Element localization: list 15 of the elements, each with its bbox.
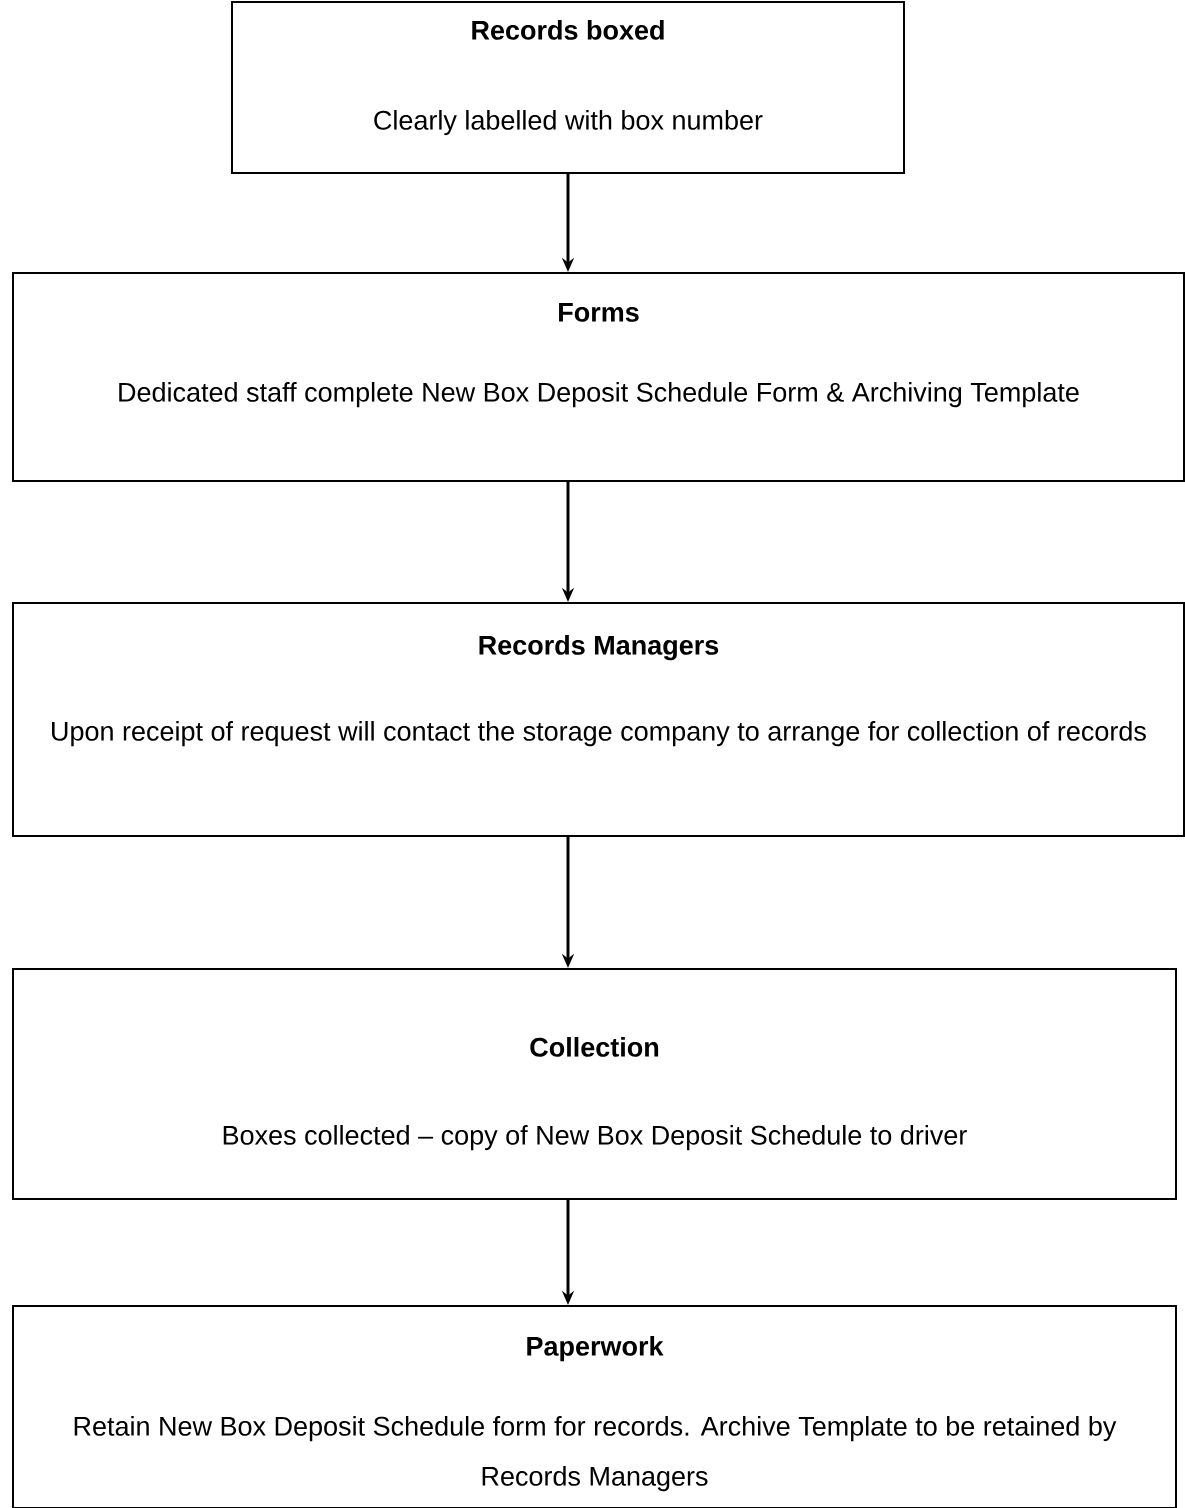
step-description: Clearly labelled with box number bbox=[374, 110, 763, 136]
process-box bbox=[12, 602, 1185, 837]
process-box bbox=[12, 1305, 1177, 1508]
step-title: Forms bbox=[559, 303, 639, 322]
step-description: Boxes collected – copy of New Box Deposit Schedule to driver bbox=[223, 1125, 967, 1151]
step-description: Retain New Box Deposit Schedule form for records. Archive Template to be retained by Records Managers bbox=[74, 1416, 1117, 1492]
process-box bbox=[12, 272, 1185, 482]
step-description: Dedicated staff complete New Box Deposit Schedule Form & Archiving Template bbox=[119, 382, 1079, 408]
step-title: Records Managers bbox=[479, 635, 719, 661]
step-title: Records boxed bbox=[472, 20, 664, 40]
process-box bbox=[12, 968, 1177, 1200]
step-title: Collection bbox=[530, 1037, 659, 1057]
step-title: Paperwork bbox=[527, 1336, 664, 1362]
step-description: Upon receipt of request will contact the storage company to arrange for collection of records bbox=[52, 721, 1146, 747]
process-box bbox=[231, 1, 905, 174]
